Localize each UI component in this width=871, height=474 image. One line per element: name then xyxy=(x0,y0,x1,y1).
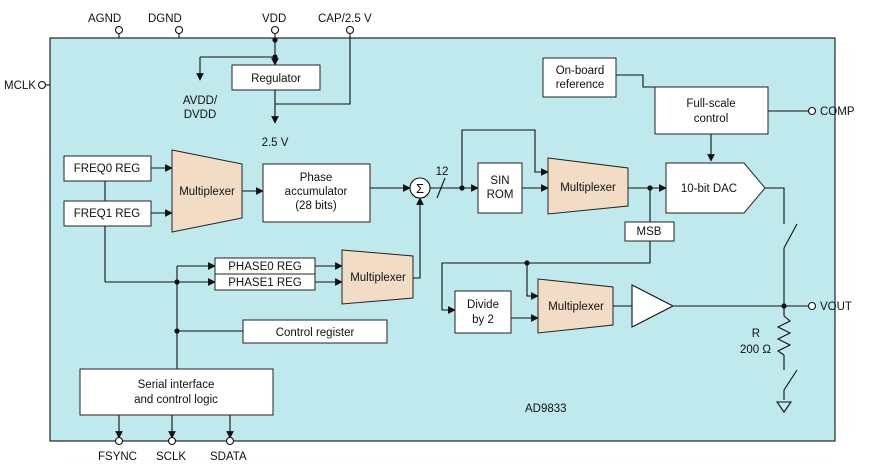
mux1-label: Multiplexer xyxy=(179,186,235,198)
regulator-label: Regulator xyxy=(251,73,301,85)
summer-label: Σ xyxy=(416,181,424,196)
control-register-label: Control register xyxy=(276,327,355,339)
junction-dots xyxy=(174,37,787,334)
dac-label: 10-bit DAC xyxy=(681,183,737,195)
pin-cap-label: CAP/2.5 V xyxy=(318,13,372,25)
msb-label: MSB xyxy=(637,226,662,238)
pin-vdd-label: VDD xyxy=(262,13,286,25)
mux4-block xyxy=(537,278,614,334)
mux1-block xyxy=(171,149,243,233)
onboard-reference-block xyxy=(542,57,617,98)
mux3-label: Multiplexer xyxy=(350,272,406,284)
control-register-block xyxy=(242,319,388,344)
pin-agnd-label: AGND xyxy=(88,13,121,25)
output-buffer xyxy=(631,284,675,328)
summer-node xyxy=(409,177,431,199)
avdd-dvdd-label: AVDD/DVDD xyxy=(183,95,218,121)
freq1-reg-block xyxy=(63,200,152,227)
pin-markers xyxy=(37,25,817,446)
pin-sdata-label: SDATA xyxy=(210,451,247,463)
pin-comp-label: COMP xyxy=(820,106,855,118)
divide-by-2-block xyxy=(454,290,512,334)
freq0-reg-block xyxy=(63,155,152,182)
freq1-reg-label: FREQ1 REG xyxy=(74,208,141,220)
msb-block xyxy=(624,221,675,242)
mux2-block xyxy=(547,157,629,215)
freq0-reg-label: FREQ0 REG xyxy=(74,163,141,175)
v25-label: 2.5 V xyxy=(262,137,289,149)
pin-fsync-label: FSYNC xyxy=(98,451,137,463)
phase0-reg-label: PHASE0 REG xyxy=(228,261,302,273)
phase-accumulator-block xyxy=(262,163,371,223)
dac-block xyxy=(665,162,766,214)
bus-width-label: 12 xyxy=(436,166,449,178)
sin-rom-block xyxy=(477,162,523,214)
resistor-name-label: R xyxy=(752,328,760,340)
serial-interface-block xyxy=(79,368,274,416)
mux2-label: Multiplexer xyxy=(560,182,616,194)
mux4-label: Multiplexer xyxy=(548,301,604,313)
pin-sclk-label: SCLK xyxy=(156,451,186,463)
phase1-reg-block xyxy=(214,273,316,291)
regulator-block xyxy=(231,64,321,91)
fullscale-control-block xyxy=(654,86,769,135)
resistor-value-label: 200 Ω xyxy=(740,344,771,356)
pin-dgnd-label: DGND xyxy=(148,13,182,25)
pin-vout-label: VOUT xyxy=(820,301,852,313)
part-number-label: AD9833 xyxy=(525,403,567,415)
mux3-block xyxy=(341,249,414,305)
phase1-reg-label: PHASE1 REG xyxy=(228,277,302,289)
pin-mclk-label: MCLK xyxy=(4,80,36,92)
